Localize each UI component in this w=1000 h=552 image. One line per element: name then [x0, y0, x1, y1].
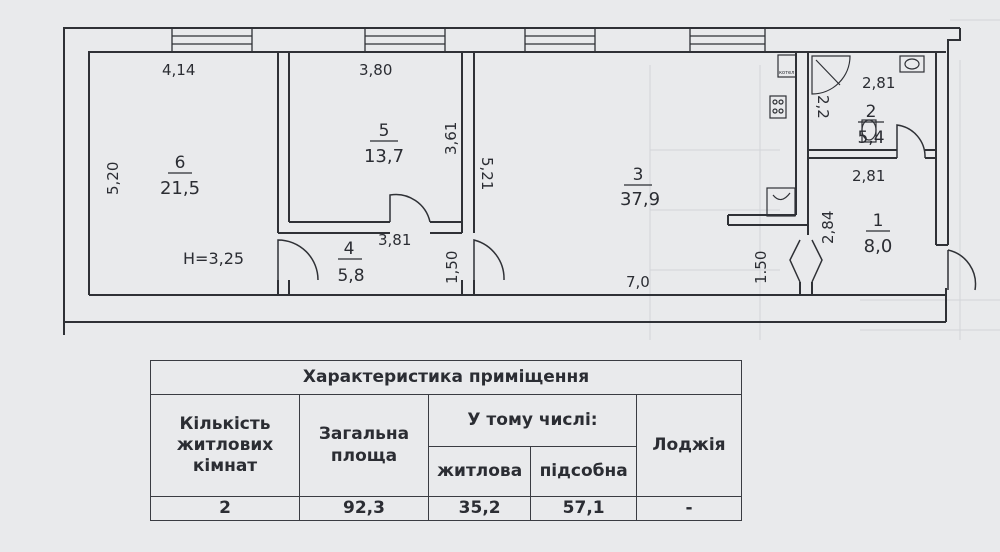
room-6-area: 21,5	[160, 178, 200, 199]
room-4-area: 5,8	[337, 266, 364, 286]
value-rooms: 2	[150, 496, 300, 521]
dim-room3-door: 1.50	[752, 251, 770, 284]
room-1-number: 1	[873, 211, 884, 231]
dim-room4-width: 3,81	[378, 231, 411, 249]
stove-icon	[766, 187, 796, 217]
col-header-auxiliary: підсобна	[530, 446, 637, 497]
walls	[63, 27, 961, 335]
room-1-area: 8,0	[864, 236, 893, 257]
room-5-number: 5	[379, 121, 390, 141]
value-living: 35,2	[427, 496, 532, 521]
doors	[277, 124, 977, 291]
characteristics-table-wrap: Характеристика приміщення Кількість житл…	[150, 360, 742, 521]
room-3-number: 3	[633, 165, 644, 185]
dimension-labels: 4,14 5,20 3,80 3,61 5,21 3,81 1,50 7,0 1…	[104, 61, 895, 291]
dim-room6-length: 5,20	[104, 162, 122, 195]
room-labels: 6 21,5 5 13,7 4 5,8 3 37,9 2 5,4 1 8,0	[160, 102, 892, 286]
room-5-area: 13,7	[364, 146, 404, 167]
fixtures	[766, 54, 925, 217]
room-2-area: 5,4	[857, 128, 884, 148]
dim-corridor-length: 7,0	[626, 273, 650, 291]
sink-icon	[899, 55, 925, 73]
dim-room5-width: 3,80	[359, 61, 392, 79]
dim-room3-length: 5,21	[478, 157, 496, 190]
room-2-number: 2	[866, 102, 877, 122]
room-4-number: 4	[344, 239, 355, 259]
dim-room2-width-top: 2,81	[862, 74, 895, 92]
dim-room1-length: 2,84	[819, 211, 837, 244]
table-title: Характеристика приміщення	[150, 360, 742, 395]
col-header-total: Загальна площа	[299, 394, 429, 497]
dim-room5-length: 3,61	[442, 122, 460, 155]
ceiling-height: H=3,25	[183, 249, 244, 268]
characteristics-table: Характеристика приміщення Кількість житл…	[150, 360, 742, 521]
shower-icon	[811, 55, 851, 95]
col-header-rooms: Кількість житлових кімнат	[150, 394, 300, 497]
value-total: 92,3	[299, 496, 429, 521]
col-header-living: житлова	[427, 446, 532, 497]
windows	[171, 27, 766, 53]
value-auxiliary: 57,1	[530, 496, 637, 521]
dim-room6-width: 4,14	[162, 61, 195, 79]
value-loggia: -	[636, 496, 742, 521]
dim-room1-width: 2,81	[852, 167, 885, 185]
dim-room4-length: 1,50	[443, 251, 461, 284]
col-header-loggia: Лоджія	[636, 394, 742, 497]
boiler-icon	[777, 54, 797, 78]
room-6-number: 6	[175, 153, 186, 173]
boiler-label: котел	[779, 70, 794, 76]
col-header-including: У тому числі:	[428, 394, 637, 447]
dim-room2-length: 2,2	[814, 95, 832, 119]
room-3-area: 37,9	[620, 189, 660, 210]
